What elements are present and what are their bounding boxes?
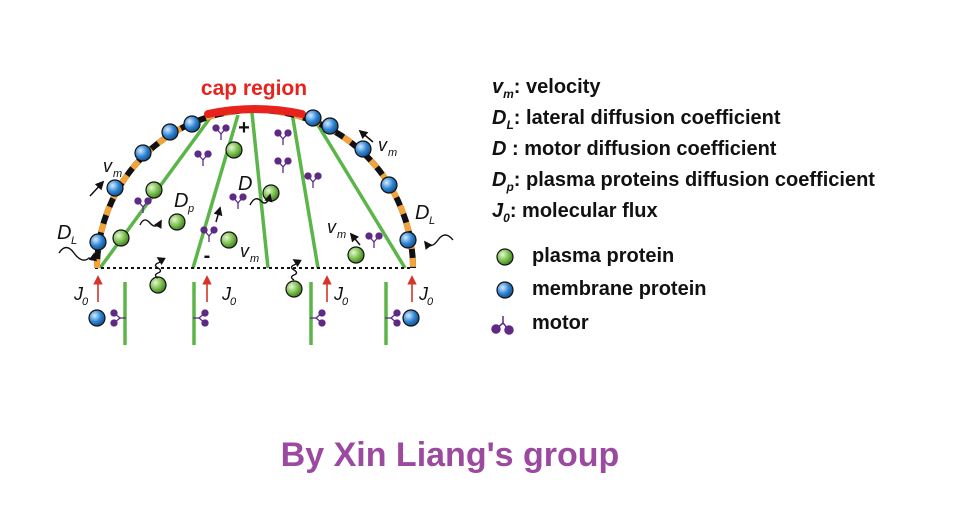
svg-text:m: m <box>388 147 397 159</box>
svg-text:J: J <box>333 284 344 304</box>
plus-sign: + <box>238 117 250 139</box>
legend-row-velocity: vm: velocity <box>492 76 601 101</box>
legend: vm: velocity DL: lateral diffusion coeff… <box>492 76 962 231</box>
svg-text:v: v <box>327 217 337 237</box>
svg-text:p: p <box>187 203 194 215</box>
velocity-arrows <box>89 129 374 246</box>
svg-text:m: m <box>250 253 259 265</box>
svg-text:J: J <box>418 284 429 304</box>
membrane-protein-icon <box>496 281 514 299</box>
svg-text:J: J <box>221 284 232 304</box>
minus-sign: - <box>204 245 211 267</box>
svg-text:0: 0 <box>230 296 237 308</box>
svg-text:v: v <box>103 156 113 176</box>
legend-row-motor-diffusion: D : motor diffusion coefficient <box>492 138 777 160</box>
plasma-protein-icon <box>496 248 514 266</box>
svg-text:0: 0 <box>427 296 434 308</box>
membrane-proteins-below <box>88 309 420 327</box>
diffusion-squiggles <box>58 193 454 281</box>
legend-row-molecular-flux: J0: molecular flux <box>492 200 658 225</box>
actin-filaments <box>98 112 407 345</box>
svg-text:m: m <box>337 229 346 241</box>
key: plasma protein membrane protein motor <box>488 244 788 344</box>
key-label-motor: motor <box>532 312 589 334</box>
legend-row-plasma-diffusion: Dp: plasma proteins diffusion coefficien… <box>492 169 875 194</box>
svg-text:D: D <box>57 222 71 244</box>
d-label: D <box>238 173 252 195</box>
svg-text:v: v <box>240 241 250 261</box>
svg-text:0: 0 <box>82 296 89 308</box>
key-label-membrane-protein: membrane protein <box>532 278 707 300</box>
cap-region <box>204 105 306 118</box>
plasma-proteins <box>112 141 365 298</box>
svg-text:J: J <box>73 284 84 304</box>
svg-text:0: 0 <box>342 296 349 308</box>
svg-text:L: L <box>71 235 77 247</box>
credit-caption: By Xin Liang's group <box>280 436 620 474</box>
cap-label: cap region <box>201 77 307 100</box>
motors <box>110 124 401 327</box>
membrane-proteins-on-arc <box>89 109 417 251</box>
svg-text:D: D <box>174 190 188 212</box>
svg-text:m: m <box>113 168 122 180</box>
svg-text:v: v <box>378 135 388 155</box>
flux-arrows <box>93 275 417 302</box>
motor-icon <box>491 316 514 335</box>
legend-row-lateral-diffusion: DL: lateral diffusion coefficient <box>492 107 781 132</box>
svg-text:L: L <box>429 215 435 227</box>
svg-text:D: D <box>415 202 429 224</box>
key-label-plasma-protein: plasma protein <box>532 245 675 267</box>
